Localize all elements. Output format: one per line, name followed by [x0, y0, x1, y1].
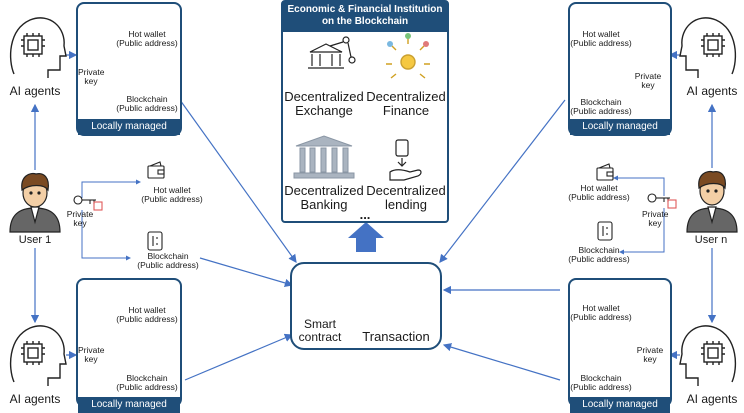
ai-agents-label: AI agents	[686, 392, 738, 406]
ai-agent-icon-tr	[679, 17, 737, 78]
hot-wallet-label: Hot wallet(Public address)	[570, 303, 632, 322]
blockchain-label: Blockchain(Public address)	[116, 94, 178, 113]
private-key-label: Private key	[642, 209, 669, 228]
user-n-label: User n	[694, 234, 728, 246]
user-1-label: User 1	[18, 234, 52, 246]
hot-wallet-label: Hot wallet(Public address)	[570, 29, 632, 48]
hot-wallet-label: Hot wallet(Public address)	[568, 183, 630, 202]
blockchain-label: Blockchain(Public address)	[570, 373, 632, 392]
ai-agents-label: AI agents	[9, 84, 61, 98]
blockchain-label: Blockchain(Public address)	[116, 373, 178, 392]
item-exchange: Decentralized Exchange	[284, 89, 364, 118]
ai-agent-icon-tl	[9, 17, 67, 78]
private-key-label: Private key	[78, 67, 105, 86]
smart-contract-label: Smart contract	[298, 317, 342, 344]
blockchain-label: Blockchain(Public address)	[137, 251, 199, 270]
private-key-label: Private key	[78, 345, 105, 364]
panel-top-right	[568, 2, 672, 136]
item-lending: Decentralized lending	[366, 183, 446, 212]
up-arrow	[348, 222, 384, 252]
ai-agents-label: AI agents	[686, 84, 738, 98]
panel-footer: Locally managed	[570, 119, 670, 135]
user1-key-links	[81, 179, 141, 261]
hot-wallet-label: Hot wallet(Public address)	[116, 29, 178, 48]
banking-icon	[293, 135, 355, 179]
panel-bottom-right	[568, 278, 672, 407]
private-key-label: Private key	[634, 71, 662, 90]
usern-key-links	[613, 175, 665, 255]
blockchain-label: Blockchain(Public address)	[570, 97, 632, 116]
hub-box	[290, 262, 442, 350]
transaction-label: Transaction	[362, 329, 430, 344]
ai-agent-icon-bl	[9, 325, 67, 386]
lending-icon	[389, 139, 422, 181]
item-finance: Decentralized Finance	[366, 89, 446, 118]
panel-footer: Locally managed	[78, 119, 180, 135]
institution-box	[281, 0, 449, 223]
ellipsis: ...	[359, 207, 371, 222]
ai-agent-icon-br	[679, 325, 737, 386]
panel-top-left	[76, 2, 182, 136]
panel-bottom-left	[76, 278, 182, 407]
institution-title: Economic & Financial Institution on the …	[283, 2, 447, 32]
user-1-icon	[9, 172, 61, 233]
user-n-icon	[686, 170, 738, 233]
private-key-label: Private key	[636, 345, 664, 364]
exchange-icon	[308, 36, 356, 69]
hot-wallet-label: Hot wallet(Public address)	[141, 185, 203, 204]
blockchain-label: Blockchain(Public address)	[568, 245, 630, 264]
hot-wallet-label: Hot wallet(Public address)	[116, 305, 178, 324]
finance-icon	[386, 33, 430, 79]
private-key-label: Private key	[66, 209, 94, 228]
ai-agents-label: AI agents	[9, 392, 61, 406]
item-banking: Decentralized Banking	[284, 183, 364, 212]
